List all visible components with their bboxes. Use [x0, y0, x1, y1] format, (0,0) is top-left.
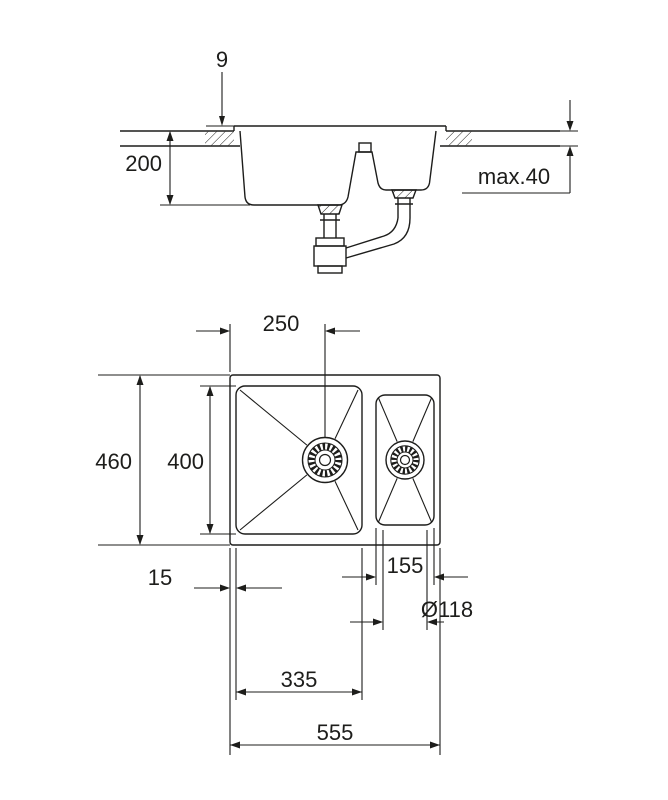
- second-tailpipe: [395, 198, 413, 218]
- dim-drain-offset-lines: [196, 324, 360, 437]
- dim-main-bowl-width-lines: [236, 548, 363, 700]
- dimension-arrowheads: [136, 116, 574, 749]
- dim-max-thickness-lines: [462, 100, 578, 194]
- dim-overall-width-lines: [230, 548, 441, 755]
- dim-second-bowl-width-lines: [342, 528, 468, 585]
- sink-body-section: [233, 125, 447, 206]
- main-bowl-diagonals: [239, 389, 359, 531]
- countertop-section: [120, 130, 560, 147]
- dim-edge-offset-lines: [194, 548, 282, 755]
- dim-label-overall-depth: 460: [95, 449, 132, 474]
- dim-label-overall-width: 555: [316, 720, 354, 745]
- dim-label-rim-height: 9: [215, 47, 229, 72]
- main-drain: [301, 436, 349, 484]
- dim-label-bowl-depth: 200: [125, 151, 162, 176]
- dim-label-main-bowl-width: 335: [280, 667, 318, 692]
- dim-overall-depth-lines: [98, 374, 230, 546]
- dim-bowl-depth-lines: [160, 132, 250, 206]
- second-drain: [385, 440, 425, 480]
- second-bowl: [375, 394, 435, 526]
- trap-assembly: [313, 189, 418, 274]
- second-drain-flange: [390, 189, 418, 199]
- dim-bowl-depth-plan-lines: [200, 385, 236, 535]
- divider-detail: [358, 142, 372, 153]
- dim-rim-height-lines: [206, 72, 240, 127]
- sink-outline: [229, 374, 441, 546]
- main-bowl: [235, 385, 363, 535]
- main-drain-flange: [317, 204, 343, 215]
- dim-drain-diameter-lines: [350, 530, 444, 630]
- dim-label-max-thickness: max.40: [477, 164, 551, 189]
- dim-label-drain-offset: 250: [262, 311, 300, 336]
- dim-label-edge-offset: 15: [147, 565, 173, 590]
- dim-label-bowl-depth-plan: 400: [167, 449, 204, 474]
- bottle-trap: [313, 237, 347, 274]
- dim-label-second-bowl-width: 155: [386, 553, 424, 578]
- plan-view: [229, 374, 441, 546]
- main-tailpipe: [320, 214, 340, 238]
- second-bowl-diagonals: [377, 397, 433, 523]
- dimension-lines: [98, 72, 578, 755]
- countertop-hatch-right: [446, 131, 472, 146]
- dim-label-drain-diameter: Ø118: [420, 597, 474, 622]
- connector-pipe: [345, 217, 411, 259]
- countertop-hatch-left: [205, 131, 234, 146]
- side-view-section: [120, 125, 560, 274]
